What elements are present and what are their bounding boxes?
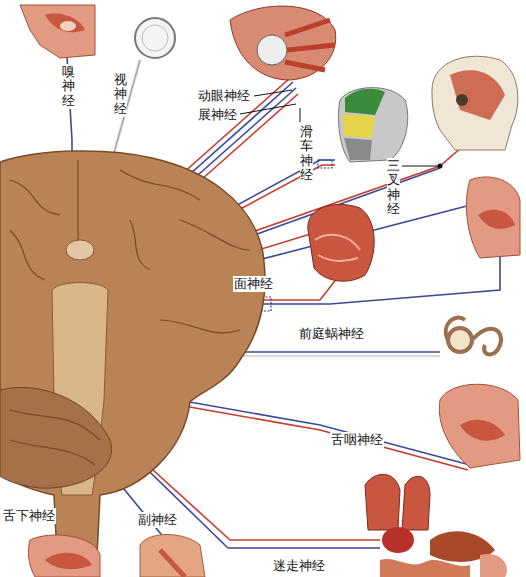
brain-base-part-part xyxy=(130,220,150,270)
nerve-label: 滑车神经 xyxy=(300,124,313,183)
visceral-organs-part xyxy=(402,476,430,530)
inner-ear-part xyxy=(446,318,465,340)
head-zones-part xyxy=(345,89,385,115)
face-muscles xyxy=(308,204,374,281)
mouth-section-part xyxy=(478,210,515,229)
head-zones-part xyxy=(343,114,375,138)
inner-ear xyxy=(446,318,501,355)
mouth-section xyxy=(466,177,520,258)
brain-base-part-part xyxy=(160,320,240,333)
eye-orbit-part xyxy=(257,35,287,65)
neck-part xyxy=(160,550,185,577)
tongue-section-part xyxy=(45,553,92,569)
brain-base-part-part xyxy=(10,230,45,280)
nerve-fibres-part xyxy=(402,166,440,167)
skull-part xyxy=(432,56,518,150)
face-muscles-part xyxy=(315,235,360,261)
nose-section-part xyxy=(45,13,85,32)
throat-section xyxy=(439,384,520,468)
head-zones xyxy=(338,88,407,162)
brain-base-part-part xyxy=(120,170,200,200)
brain-base xyxy=(0,151,265,577)
brain-base-part-part xyxy=(10,410,100,440)
neck-part xyxy=(140,534,205,577)
nerve-label: 视神经 xyxy=(114,72,127,117)
visceral-organs-part xyxy=(382,527,414,553)
nerve-fibres-part xyxy=(254,90,292,96)
inner-ear-part xyxy=(448,328,472,352)
visceral-organs-part xyxy=(380,559,470,577)
face-muscles-part xyxy=(308,204,374,281)
nose-section xyxy=(20,5,95,58)
nerve-fibres-part xyxy=(150,400,468,470)
dashed-marker-part xyxy=(318,160,332,168)
eye-orbit xyxy=(230,6,336,80)
nerve-label: 嗅神经 xyxy=(62,64,75,109)
visceral-organs-part xyxy=(365,474,400,530)
visceral-organs-part xyxy=(480,554,507,577)
throat-section-part xyxy=(460,420,505,441)
brain-base-part-part xyxy=(10,180,60,215)
brain-base-part xyxy=(0,151,265,577)
nerve-label: 面神经 xyxy=(233,276,274,292)
eye-orbit-part xyxy=(230,6,336,80)
nerve-label: 动眼神经 xyxy=(197,88,251,104)
brain-base-part xyxy=(10,160,250,465)
skull-part xyxy=(456,94,468,106)
tongue-section xyxy=(28,535,100,577)
eye-orbit-part xyxy=(285,20,335,70)
brain-base-part xyxy=(0,387,112,488)
throat-section-part xyxy=(439,384,520,468)
tongue-section-part xyxy=(28,535,100,577)
visceral-organs xyxy=(365,474,507,577)
eyeball-part xyxy=(135,18,175,58)
neck xyxy=(140,534,205,577)
nerve-label: 舌下神经 xyxy=(2,508,56,524)
nose-section-part xyxy=(20,5,95,58)
brain-base-part xyxy=(66,240,94,260)
head-zones-part xyxy=(344,138,372,160)
nerve-label: 三叉神经 xyxy=(387,158,400,217)
nerve-fibres-part xyxy=(240,104,296,114)
head-zones-part xyxy=(338,88,407,162)
nerve-fibres-part xyxy=(150,395,470,465)
nose-section-part xyxy=(60,21,76,31)
skull xyxy=(432,56,518,150)
brain-base-part-part xyxy=(180,220,250,250)
eyeball xyxy=(135,18,175,58)
nerve-label: 展神经 xyxy=(197,107,238,123)
eyeball-part xyxy=(142,25,168,51)
mouth-section-part xyxy=(466,177,520,258)
nerve-label: 舌咽神经 xyxy=(330,432,384,448)
skull-part xyxy=(450,70,505,120)
nerve-label: 迷走神经 xyxy=(272,558,326,574)
nerve-label: 副神经 xyxy=(137,512,178,528)
nerve-fibres-part xyxy=(300,108,301,122)
nerve-fibres-part xyxy=(438,164,443,169)
brain-base-part-part xyxy=(10,440,95,465)
nerve-label: 前庭蜗神经 xyxy=(298,326,365,342)
inner-ear-part xyxy=(472,329,501,355)
